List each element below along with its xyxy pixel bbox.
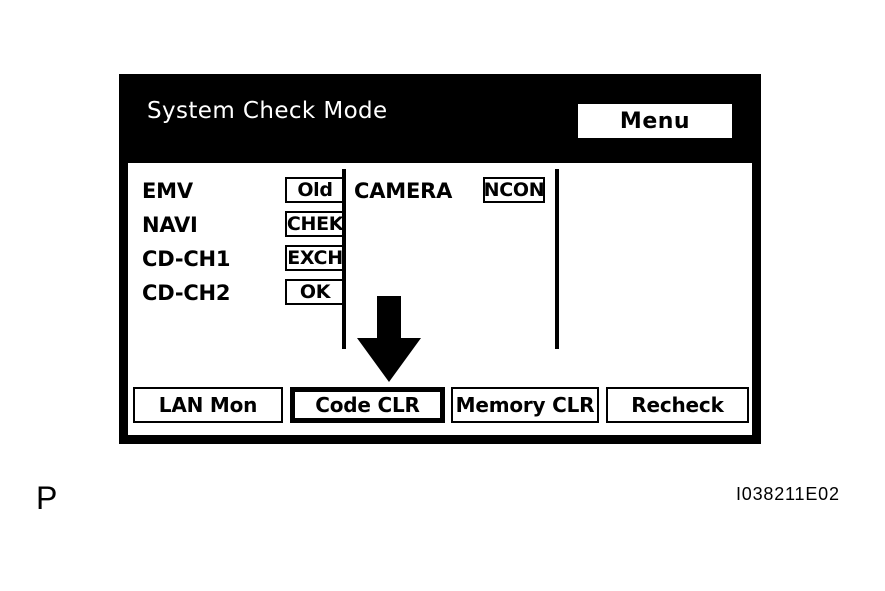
status-column-right: CAMERA NCON	[354, 177, 564, 211]
status-row: EMV Old	[142, 177, 345, 211]
status-badge[interactable]: OK	[285, 279, 345, 305]
status-row-name: CD-CH2	[142, 281, 231, 305]
title-bar: System Check Mode Menu	[119, 74, 761, 163]
figure-reference-code: I038211E02	[736, 484, 840, 504]
status-badge-label: NCON	[483, 178, 545, 201]
status-row-name: NAVI	[142, 213, 198, 237]
status-row-name: EMV	[142, 179, 193, 203]
code-clr-button[interactable]: Code CLR	[290, 387, 445, 423]
status-row-name: CD-CH1	[142, 247, 231, 271]
status-badge-label: CHEK	[286, 212, 344, 235]
column-divider	[555, 169, 559, 349]
status-row: CD-CH1 EXCH	[142, 245, 345, 279]
menu-button-label: Menu	[619, 108, 691, 134]
code-clr-button-label: Code CLR	[315, 393, 420, 417]
memory-clr-button-label: Memory CLR	[455, 393, 595, 417]
status-badge[interactable]: CHEK	[285, 211, 345, 237]
column-divider	[342, 169, 346, 349]
status-badge[interactable]: EXCH	[285, 245, 345, 271]
status-row: CD-CH2 OK	[142, 279, 345, 313]
status-badge-label: OK	[299, 280, 331, 303]
recheck-button-label: Recheck	[631, 393, 724, 417]
page-title: System Check Mode	[147, 98, 388, 124]
status-badge-label: EXCH	[287, 246, 343, 269]
bottom-button-bar: LAN Mon Code CLR Memory CLR Recheck	[128, 387, 752, 431]
device-screen-frame: System Check Mode Menu EMV Old NAVI CHEK…	[119, 74, 761, 444]
figure-letter: P	[36, 480, 58, 516]
status-column-left: EMV Old NAVI CHEK CD-CH1 EXCH CD-CH2	[142, 177, 345, 313]
status-badge[interactable]: Old	[285, 177, 345, 203]
lan-mon-button[interactable]: LAN Mon	[133, 387, 283, 423]
status-badge[interactable]: NCON	[483, 177, 545, 203]
status-row-name: CAMERA	[354, 179, 453, 203]
menu-button[interactable]: Menu	[578, 104, 732, 138]
status-badge-label: Old	[297, 178, 333, 201]
down-arrow-icon	[355, 296, 423, 384]
recheck-button[interactable]: Recheck	[606, 387, 749, 423]
lan-mon-button-label: LAN Mon	[158, 393, 258, 417]
status-row: NAVI CHEK	[142, 211, 345, 245]
memory-clr-button[interactable]: Memory CLR	[451, 387, 599, 423]
status-row: CAMERA NCON	[354, 177, 564, 211]
